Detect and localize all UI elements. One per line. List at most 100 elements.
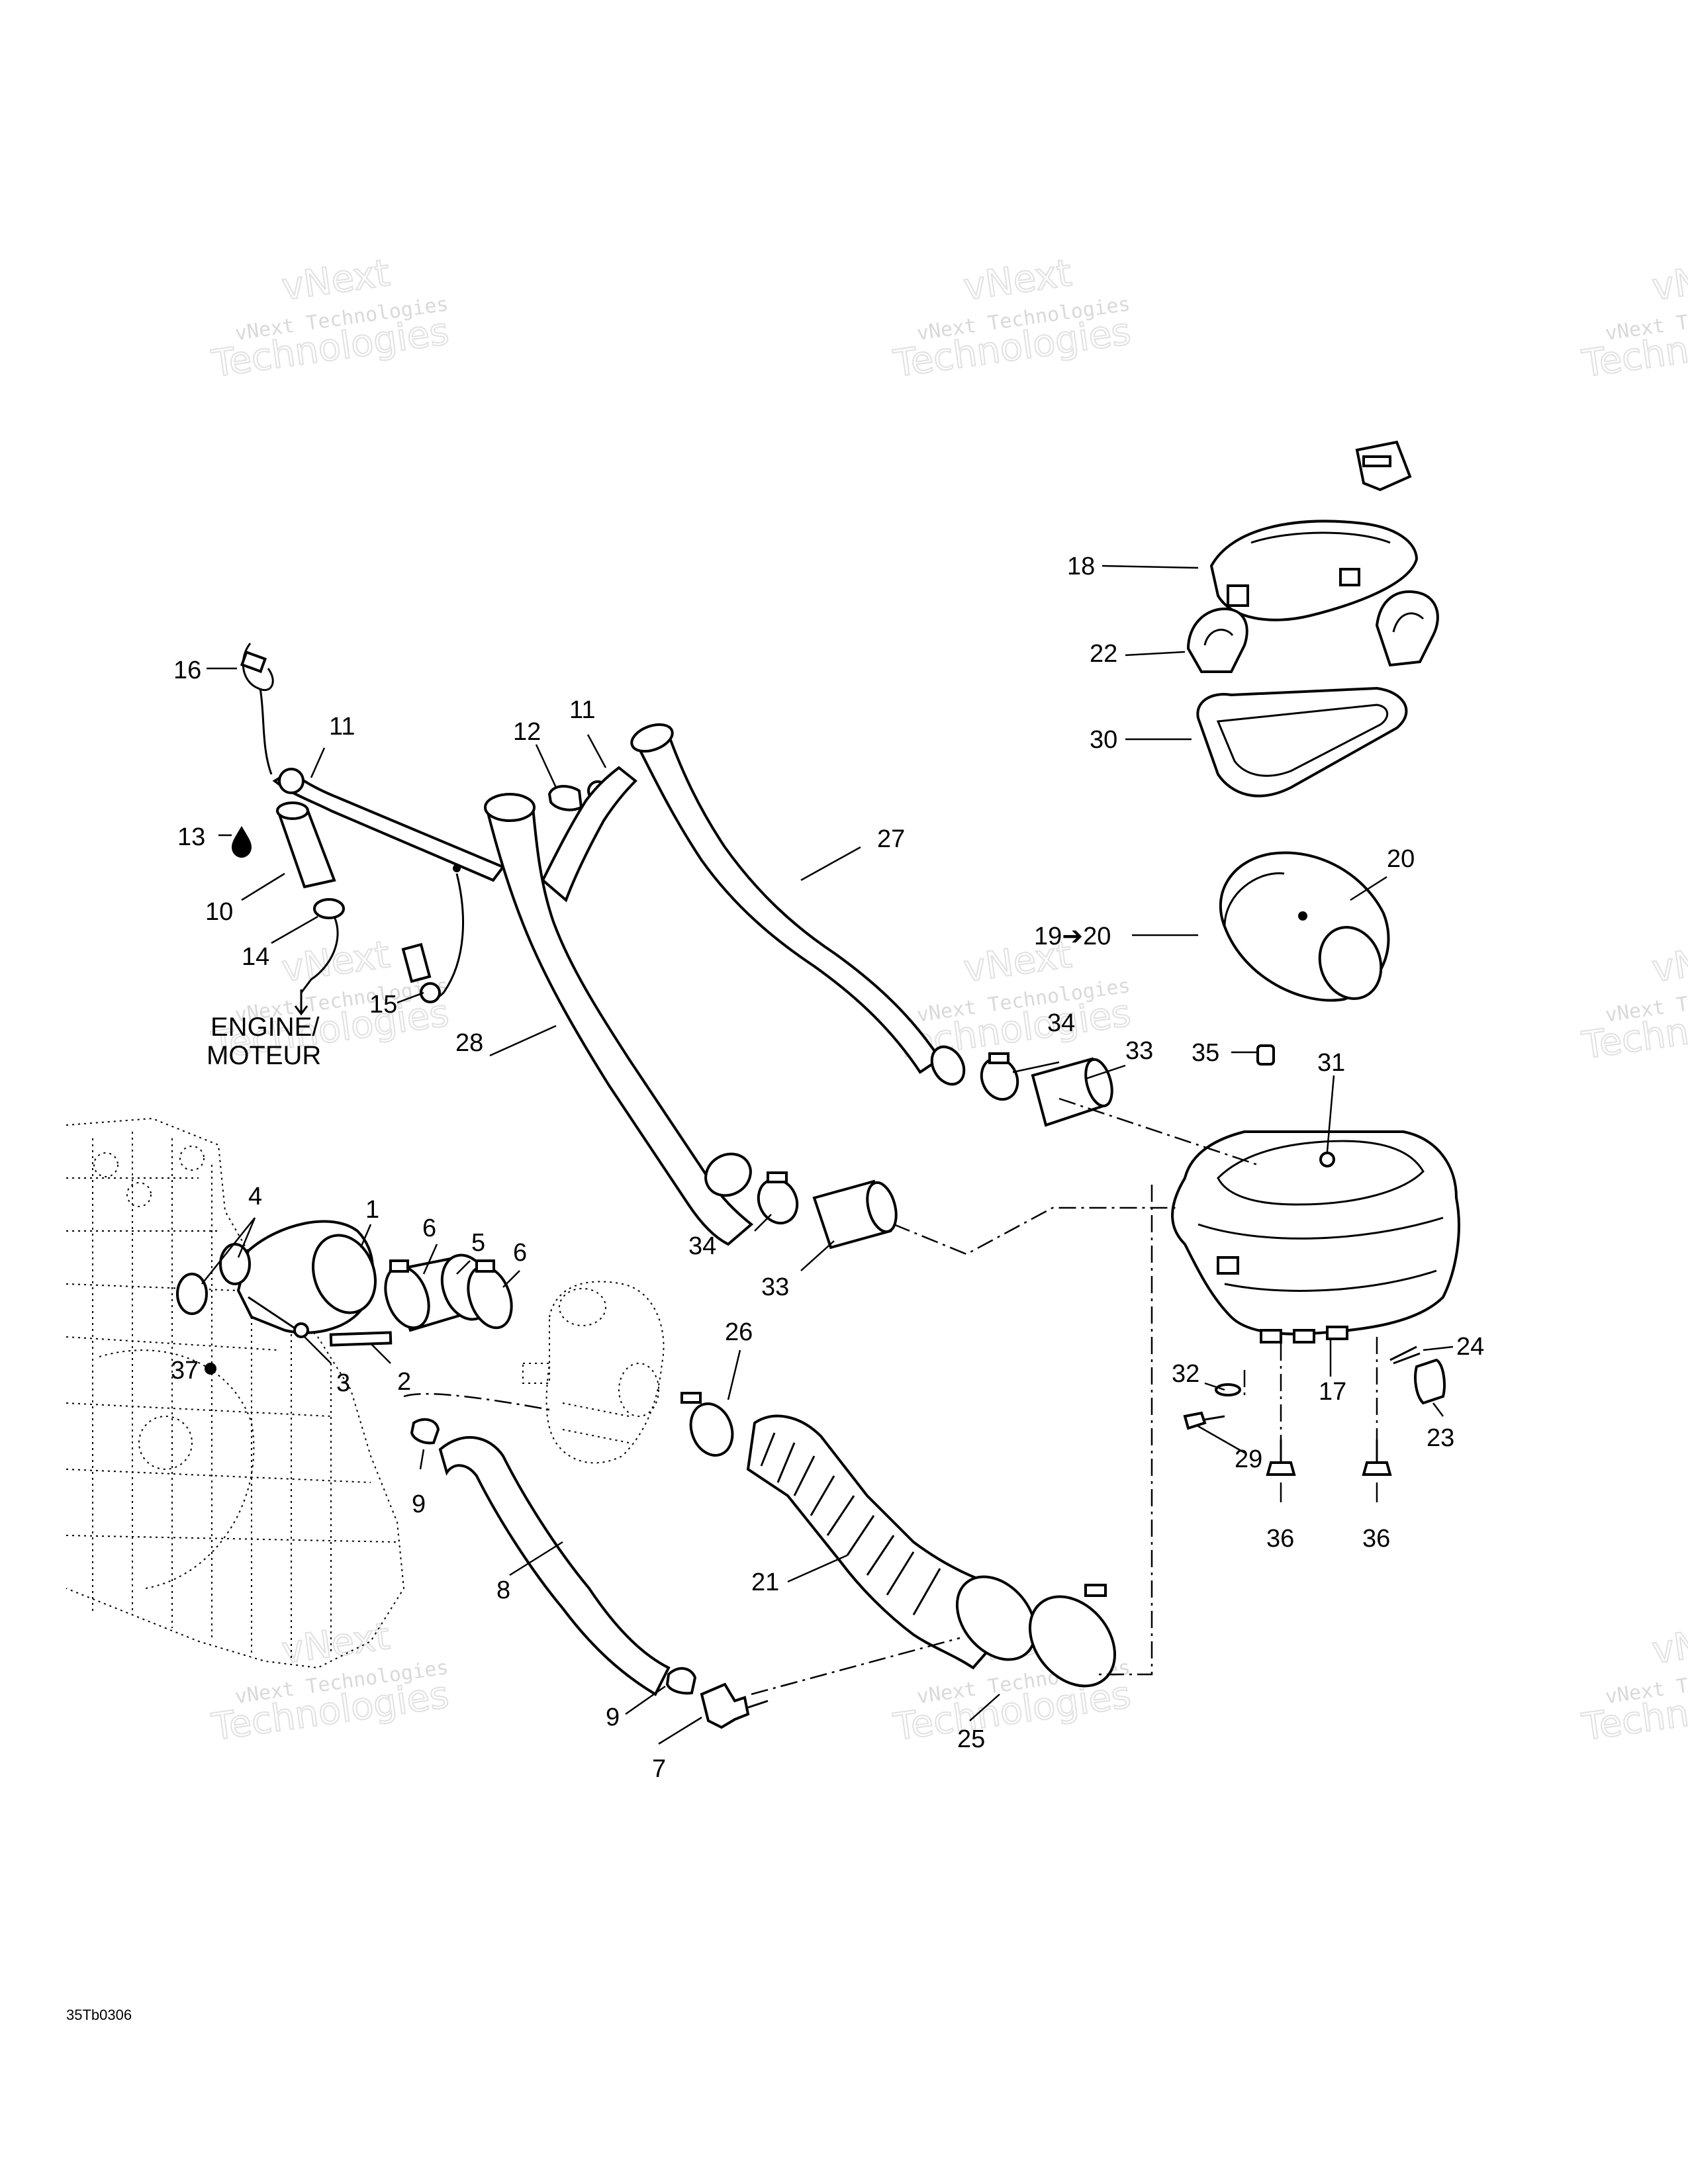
part-36-screw-right bbox=[1362, 1439, 1392, 1476]
callout-19-to-20: 19➔20 bbox=[1034, 923, 1111, 950]
callout-1: 1 bbox=[365, 1196, 379, 1224]
callout-34: 34 bbox=[1047, 1009, 1075, 1037]
callout-5: 5 bbox=[471, 1229, 485, 1257]
part-8-hose bbox=[438, 1435, 671, 1696]
callout-30: 30 bbox=[1090, 726, 1117, 754]
watermark: vNext Technologies vNext Technologies bbox=[1579, 251, 1688, 387]
callout-9: 9 bbox=[412, 1490, 426, 1518]
part-24-clip bbox=[1389, 1345, 1421, 1365]
part-23-cap bbox=[1414, 1358, 1446, 1405]
callout-34: 34 bbox=[688, 1232, 716, 1260]
callout-15: 15 bbox=[369, 991, 397, 1019]
part-16-strap-clamp bbox=[240, 643, 274, 775]
watermark-big-1: vNext bbox=[961, 251, 1074, 309]
watermark-big-1: vNext bbox=[279, 933, 393, 991]
callout-16: 16 bbox=[173, 657, 201, 684]
callout-23: 23 bbox=[1427, 1424, 1454, 1452]
callout-4: 4 bbox=[248, 1183, 262, 1210]
callout-31: 31 bbox=[1317, 1049, 1345, 1077]
callout-11: 11 bbox=[569, 696, 595, 724]
callout-25: 25 bbox=[957, 1725, 985, 1753]
part-6-clamp-left bbox=[384, 1259, 430, 1330]
callout-3: 3 bbox=[336, 1369, 350, 1397]
part-4-o-rings bbox=[176, 1243, 251, 1315]
part-15-strap bbox=[401, 873, 464, 1003]
watermark: vNext Technologies vNext Technologies bbox=[1579, 933, 1688, 1068]
watermark-big-1: vNext bbox=[279, 251, 393, 309]
part-14-clamp bbox=[300, 898, 345, 993]
callout-33: 33 bbox=[1125, 1037, 1153, 1065]
leader-lines bbox=[201, 565, 1454, 1745]
part-3-washer bbox=[293, 1322, 309, 1338]
part-21-intake-boot bbox=[746, 1414, 1037, 1670]
callout-29: 29 bbox=[1235, 1445, 1262, 1473]
callout-8: 8 bbox=[496, 1576, 510, 1604]
callout-26: 26 bbox=[725, 1318, 753, 1346]
callout-13: 13 bbox=[177, 823, 205, 851]
part-10-hose-short bbox=[276, 801, 336, 889]
part-26-clamp bbox=[680, 1392, 734, 1457]
part-36-screw-left bbox=[1266, 1439, 1296, 1476]
callout-12: 12 bbox=[513, 718, 541, 746]
part-29-screw bbox=[1183, 1411, 1225, 1430]
part-22-clip-right bbox=[1375, 590, 1439, 667]
part-33-coupler-upper bbox=[1031, 1057, 1113, 1127]
part-9-clamp-upper bbox=[410, 1418, 440, 1445]
part-18-airbox-lid bbox=[1209, 520, 1419, 621]
part-37-dot-icon bbox=[205, 1363, 216, 1375]
callout-27: 27 bbox=[877, 825, 905, 853]
part-34-clamp-upper bbox=[980, 1052, 1019, 1101]
part-35-plug bbox=[1256, 1044, 1275, 1066]
callout-32: 32 bbox=[1172, 1360, 1199, 1388]
callout-17: 17 bbox=[1319, 1378, 1346, 1406]
callout-18: 18 bbox=[1067, 553, 1095, 580]
part-7-elbow-fitting bbox=[700, 1682, 769, 1729]
watermark: vNext Technologies vNext Technologies bbox=[890, 251, 1134, 387]
callout-11: 11 bbox=[329, 713, 355, 741]
callout-6: 6 bbox=[422, 1214, 436, 1242]
part-25-clamp bbox=[1028, 1584, 1117, 1688]
callout-14: 14 bbox=[242, 943, 269, 971]
callout-36: 36 bbox=[1362, 1525, 1390, 1553]
callout-2: 2 bbox=[397, 1368, 411, 1396]
part-6-clamp-right bbox=[467, 1259, 513, 1330]
watermark-big-1: vNext bbox=[1650, 933, 1688, 991]
part-28-y-hose bbox=[484, 766, 754, 1246]
callout-35: 35 bbox=[1192, 1039, 1219, 1067]
engine-label-line2: MOTEUR bbox=[207, 1041, 321, 1070]
figure-code: 35Tb0306 bbox=[66, 2007, 132, 2023]
callout-20: 20 bbox=[1387, 845, 1415, 873]
engine-label-line1: ENGINE/ bbox=[211, 1013, 320, 1042]
part-clip-top bbox=[1355, 440, 1412, 492]
watermark-big-1: vNext bbox=[1650, 251, 1688, 309]
callout-6: 6 bbox=[513, 1239, 527, 1267]
part-17-airbox bbox=[1171, 1130, 1460, 1343]
watermark: vNext Technologies vNext Technologies bbox=[209, 1614, 452, 1750]
callout-10: 10 bbox=[205, 898, 233, 926]
callout-9: 9 bbox=[606, 1704, 620, 1731]
callout-21: 21 bbox=[751, 1569, 779, 1596]
carburetor bbox=[522, 1281, 665, 1464]
callout-labels: 16 11 13 10 14 15 12 11 27 28 18 22 30 2… bbox=[171, 553, 1484, 1783]
callout-7: 7 bbox=[652, 1755, 666, 1783]
part-27-hose bbox=[630, 723, 966, 1086]
engine-block bbox=[66, 1117, 405, 1669]
watermark-big-1: vNext bbox=[279, 1615, 393, 1672]
callout-28: 28 bbox=[455, 1029, 483, 1057]
part-13-oil-drop-icon bbox=[232, 826, 252, 858]
callout-33: 33 bbox=[761, 1273, 789, 1301]
watermark: vNext Technologies vNext Technologies bbox=[1579, 1614, 1688, 1750]
engine-arrow-icon bbox=[294, 989, 308, 1016]
part-20-air-filter bbox=[1219, 851, 1390, 1002]
callout-37: 37 bbox=[171, 1357, 199, 1385]
routing-lines bbox=[403, 1097, 1378, 1696]
part-33-coupler-lower bbox=[812, 1179, 898, 1250]
part-34-clamp-lower bbox=[757, 1171, 799, 1225]
part-32-washer bbox=[1215, 1383, 1241, 1396]
callout-36: 36 bbox=[1266, 1525, 1294, 1553]
part-1-intake-adaptor bbox=[236, 1220, 377, 1334]
part-30-gasket bbox=[1196, 686, 1408, 797]
watermark-big-1: vNext bbox=[1650, 1615, 1688, 1672]
part-22-clip-left bbox=[1186, 607, 1248, 673]
